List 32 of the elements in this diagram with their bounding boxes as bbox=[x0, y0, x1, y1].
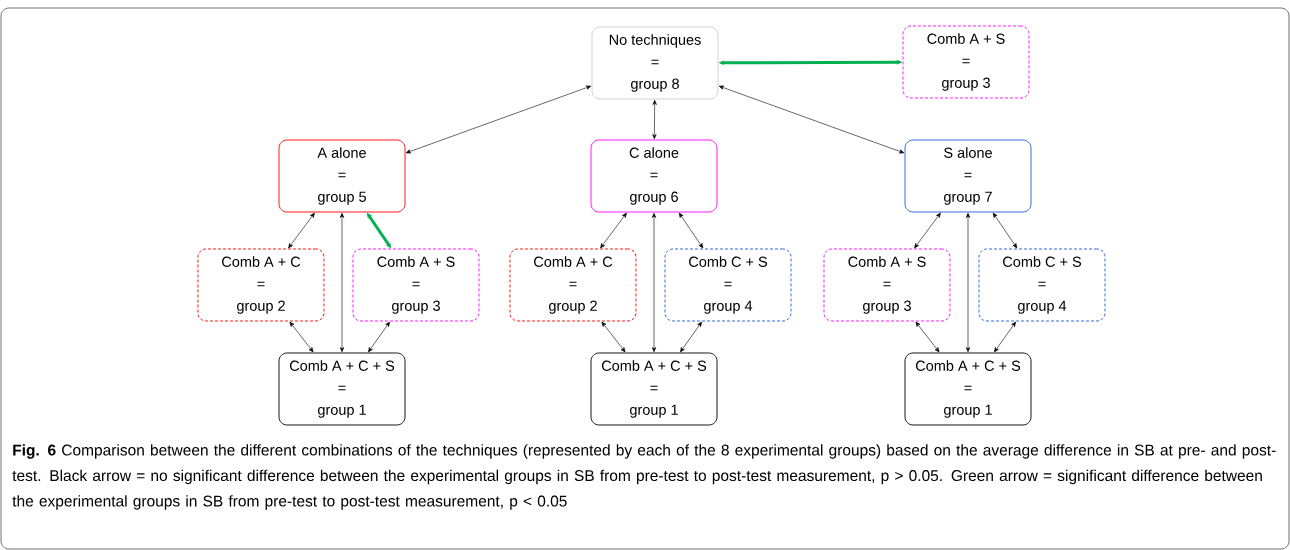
arrow bbox=[368, 321, 390, 353]
arrow bbox=[680, 321, 702, 353]
group-box: Comb A + C + S = group 1 bbox=[904, 352, 1032, 426]
group-box: Comb A + C + S = group 1 bbox=[278, 352, 406, 426]
arrow bbox=[965, 212, 971, 353]
group-box: A alone = group 5 bbox=[278, 139, 406, 213]
arrow bbox=[601, 321, 626, 353]
dashed-group-box: Comb A + S = group 3 bbox=[823, 248, 951, 322]
dashed-group-box: Comb A + C = group 2 bbox=[197, 248, 325, 322]
dashed-group-box: Comb A + S = group 3 bbox=[902, 25, 1030, 99]
arrow bbox=[651, 212, 657, 353]
arrow bbox=[994, 321, 1016, 353]
arrow bbox=[718, 85, 905, 154]
dashed-group-box: Comb C + S = group 4 bbox=[664, 248, 792, 322]
caption: Fig. 6 Comparison between the different combinations of the techniques (represented by each of the 8 experimental groups) based on the average difference in SB at pre- and post-test. Black arrow = no significant difference between the experimental groups in SB from pre-test to post-test measurement, p > 0.05. Green arrow = significant difference between the experimental groups in SB from pre-test to post-test measurement, p < 0.05 bbox=[12, 444, 1276, 510]
group-box: C alone = group 6 bbox=[590, 139, 718, 213]
arrow bbox=[405, 85, 592, 154]
arrow bbox=[915, 321, 940, 353]
group-box: Comb A + C + S = group 1 bbox=[590, 352, 718, 426]
group-box: S alone = group 7 bbox=[904, 139, 1032, 213]
arrow bbox=[600, 212, 627, 249]
arrow bbox=[678, 212, 704, 249]
arrow bbox=[652, 99, 657, 140]
arrow bbox=[339, 212, 345, 353]
dashed-group-box: Comb A + C = group 2 bbox=[509, 248, 637, 322]
arrow bbox=[288, 212, 315, 249]
arrow bbox=[289, 321, 314, 353]
arrow bbox=[992, 212, 1018, 249]
dashed-group-box: Comb A + S = group 3 bbox=[352, 248, 480, 322]
dashed-group-box: Comb C + S = group 4 bbox=[978, 248, 1106, 322]
group-box: No techniques = group 8 bbox=[591, 26, 719, 100]
arrow bbox=[914, 212, 941, 249]
